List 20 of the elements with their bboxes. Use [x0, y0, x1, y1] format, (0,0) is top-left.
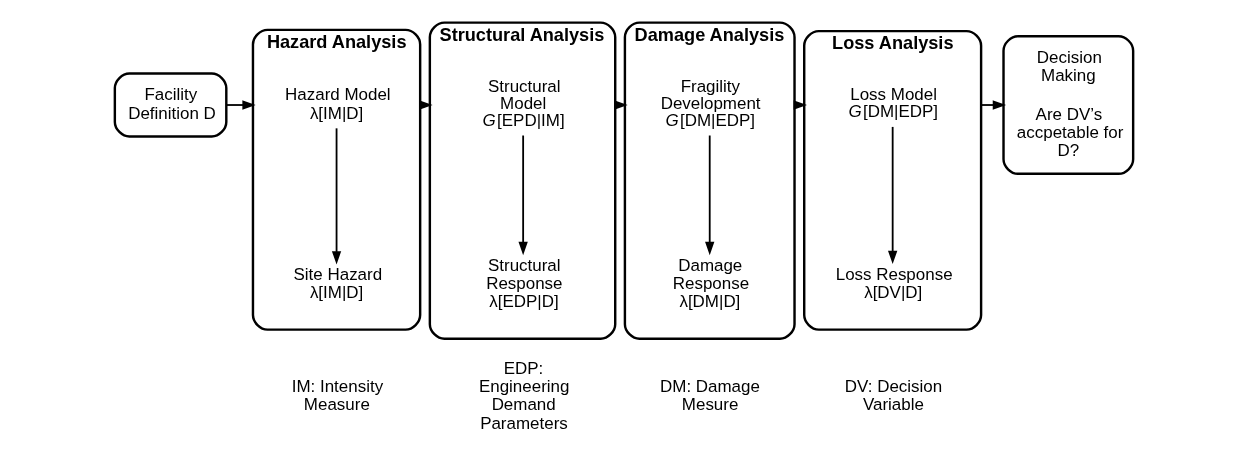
- arrow: [887, 126, 897, 265]
- node-text: Structural Response λ[EDP|D]: [485, 256, 563, 312]
- arrow: [517, 134, 528, 256]
- node-label: EDP: Engineering Demand Parameters: [478, 359, 569, 433]
- node-box: Decision Making Are DV’s accpetable for D?: [1001, 35, 1134, 176]
- node-text: Fragility Development G[DM|EDP]: [660, 76, 761, 130]
- node-text: Loss Model G[DM|EDP]: [847, 85, 938, 122]
- node-label: DV: Decision Variable: [844, 377, 942, 415]
- node-text: Structural Model G[EPD|IM]: [482, 76, 565, 130]
- arrow: [979, 100, 1006, 110]
- node-text: Loss Response λ[DV|D]: [835, 265, 953, 303]
- node-label: DM: Damage Mesure: [659, 377, 760, 415]
- node-box: Facility Definition D: [113, 72, 227, 138]
- arrow: [704, 134, 714, 256]
- arrow: [331, 127, 341, 265]
- node-text: Hazard Model λ[IM|D]: [284, 85, 391, 123]
- node-text: Site Hazard λ[IM|D]: [293, 265, 382, 303]
- arrow: [224, 100, 256, 110]
- node-text: Damage Response λ[DM|D]: [672, 256, 749, 312]
- node-label: IM: Intensity Measure: [291, 377, 383, 415]
